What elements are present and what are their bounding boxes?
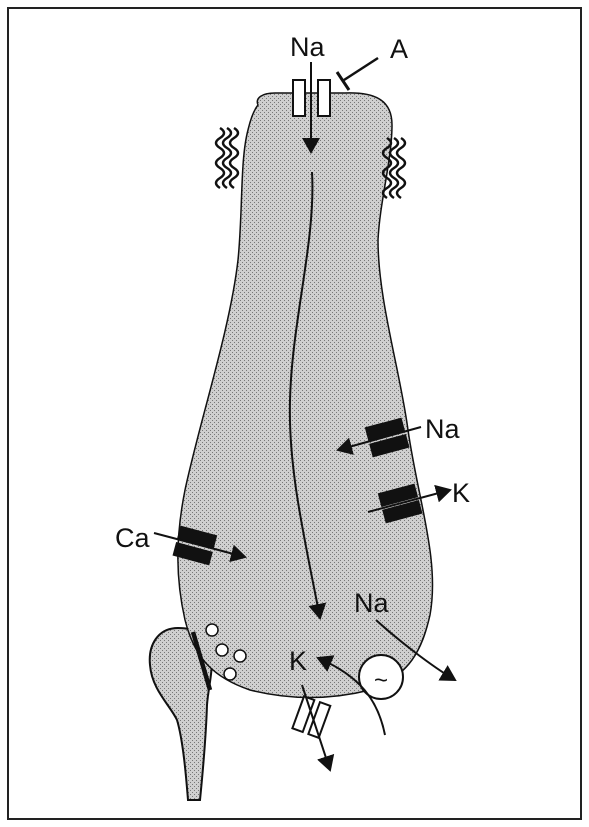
antagonist-line [344,58,378,80]
right-junction [383,138,405,198]
antagonist-bar [337,72,349,90]
apical-channel-left [293,80,305,116]
label-top-na: Na [290,32,325,62]
label-right-k: K [452,478,470,508]
label-bottom-k: K [289,646,307,676]
label-left-ca: Ca [115,523,150,553]
label-antagonist: A [390,34,408,64]
left-junction [216,128,238,188]
label-right-na: Na [425,414,460,444]
pump-symbol: ~ [374,667,388,694]
label-bottom-na: Na [354,588,389,618]
basolateral-k-channel [292,696,330,738]
apical-channel-right [318,80,330,116]
